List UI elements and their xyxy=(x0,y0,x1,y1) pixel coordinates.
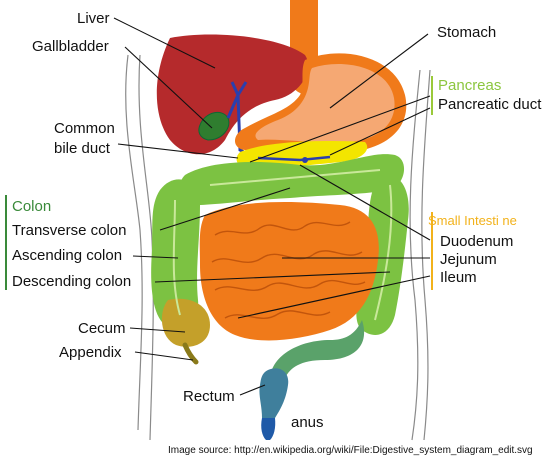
sigmoid-colon xyxy=(270,320,365,378)
anus xyxy=(261,418,276,440)
label-pancreatic-duct: Pancreatic duct xyxy=(438,96,542,113)
colon-highlight xyxy=(172,169,393,321)
appendix xyxy=(182,342,199,365)
liver xyxy=(156,34,309,155)
label-descending-colon: Descending colon xyxy=(12,273,132,290)
descending-colon xyxy=(356,174,409,335)
bile-duct xyxy=(226,81,256,160)
image-source-credit: Image source: http://en.wikipedia.org/wi… xyxy=(168,445,533,456)
label-duodenum: Duodenum xyxy=(440,233,514,250)
ascending-colon xyxy=(151,179,200,330)
label-anus: anus xyxy=(291,414,324,431)
label-transverse-colon: Transverse colon xyxy=(12,222,127,239)
label-jejunum: Jejunum xyxy=(440,251,497,268)
colon xyxy=(151,154,409,378)
label-cecum: Cecum xyxy=(78,320,126,337)
body-outline xyxy=(125,54,431,441)
pancreatic-duct xyxy=(257,155,331,162)
label-liver: Liver xyxy=(77,10,110,27)
label-ascending-colon: Ascending colon xyxy=(12,247,123,264)
ampulla xyxy=(302,157,308,163)
leader-lines xyxy=(113,17,431,396)
label-common-bile-duct-line1: Common xyxy=(54,120,115,137)
rectum xyxy=(259,368,289,418)
small-intestine xyxy=(199,202,379,341)
label-gallbladder: Gallbladder xyxy=(32,38,109,55)
cecum xyxy=(161,298,210,347)
label-stomach: Stomach xyxy=(437,24,497,41)
stomach-inner xyxy=(255,63,395,143)
label-colon-group: Colon xyxy=(12,198,52,215)
label-pancreas-group: Pancreas xyxy=(438,77,502,94)
pancreas xyxy=(236,141,368,169)
label-appendix: Appendix xyxy=(59,344,122,361)
intestine-folds xyxy=(211,221,366,319)
gallbladder xyxy=(198,111,230,141)
label-small-intestine-group: Small Intesti ne xyxy=(428,213,517,228)
label-common-bile-duct-line2: bile duct xyxy=(54,140,110,157)
label-rectum: Rectum xyxy=(183,388,235,405)
label-ileum: Ileum xyxy=(440,269,477,286)
